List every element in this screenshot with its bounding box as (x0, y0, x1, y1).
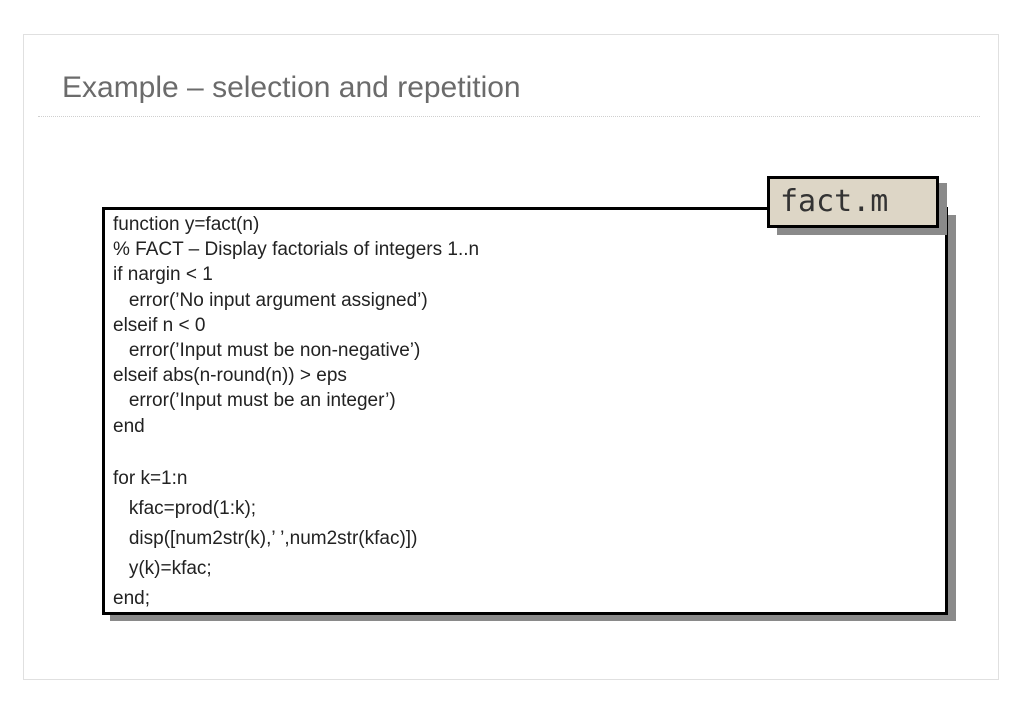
code-line: error(’Input must be an integer’) (113, 390, 396, 412)
code-line: error(’Input must be non-negative’) (113, 339, 421, 361)
code-line: if nargin < 1 (113, 264, 213, 286)
code-line: kfac=prod(1:k); (113, 497, 257, 519)
code-listing: function y=fact(n) % FACT – Display fact… (113, 212, 479, 614)
code-line: elseif n < 0 (113, 314, 206, 336)
code-line: disp([num2str(k),’ ’,num2str(kfac)]) (113, 527, 418, 549)
title-divider (38, 116, 980, 117)
filename-label: fact.m (767, 176, 939, 228)
code-line: y(k)=kfac; (113, 557, 212, 579)
slide: Example – selection and repetition funct… (23, 34, 999, 680)
code-line: end; (113, 587, 150, 609)
code-line-blank (113, 439, 479, 464)
code-box: function y=fact(n) % FACT – Display fact… (102, 207, 948, 615)
code-line: error(’No input argument assigned’) (113, 289, 428, 311)
code-line: elseif abs(n-round(n)) > eps (113, 365, 347, 387)
code-line: % FACT – Display factorials of integers … (113, 239, 480, 261)
code-line: end (113, 415, 145, 437)
slide-title: Example – selection and repetition (62, 71, 521, 104)
code-line: function y=fact(n) (113, 214, 260, 235)
code-line: for k=1:n (113, 467, 188, 489)
